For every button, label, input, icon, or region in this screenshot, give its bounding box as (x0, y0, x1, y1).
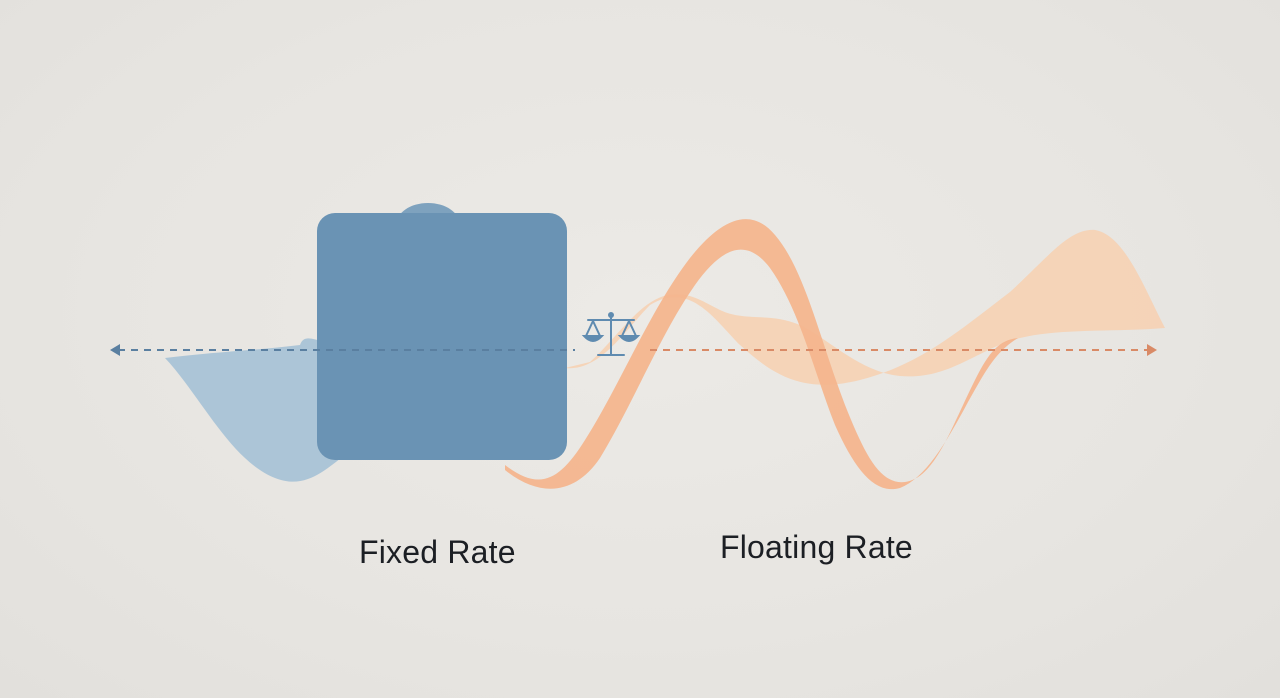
fixed-rate-block (317, 213, 567, 460)
fixed-rate-wave (165, 338, 345, 482)
balance-scale-icon (581, 312, 641, 356)
floating-rate-label: Floating Rate (720, 529, 913, 565)
floating-arrowhead-icon (1147, 344, 1157, 356)
fixed-arrowhead-icon (110, 344, 120, 356)
floating-rate-wave-light (565, 229, 1165, 385)
fixed-rate-label: Fixed Rate (359, 534, 516, 570)
